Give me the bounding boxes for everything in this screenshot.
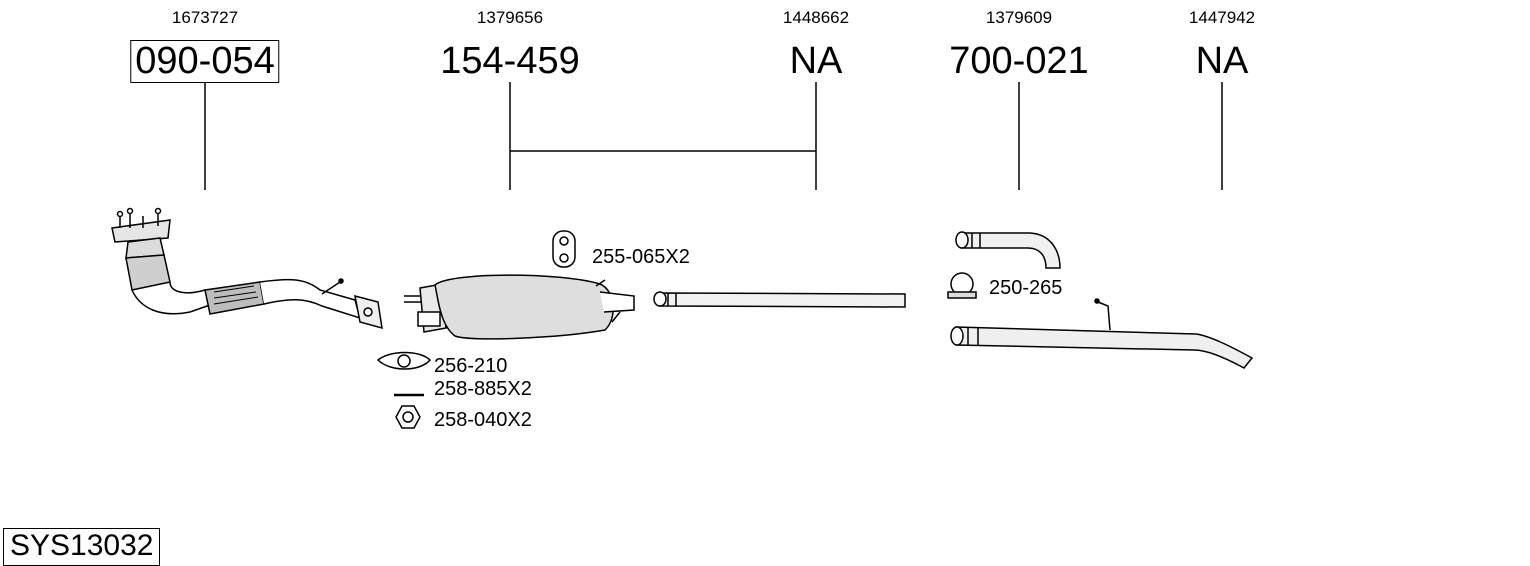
accessory-label-clamp[interactable]: 250-265 — [989, 277, 1063, 299]
accessory-label-nut[interactable]: 258-040X2 — [434, 409, 532, 431]
system-id: SYS13032 — [3, 528, 161, 566]
part-number-2[interactable]: 154-459 — [440, 40, 580, 82]
rubber-hanger-icon — [552, 230, 576, 268]
tail-pipe-icon — [950, 298, 1254, 369]
clamp-icon — [947, 272, 977, 299]
accessory-label-gasket[interactable]: 256-210 — [434, 355, 508, 377]
intermediate-pipe-icon — [653, 291, 906, 308]
oem-number-5: 1447942 — [1188, 8, 1256, 27]
nut-icon — [395, 405, 421, 429]
part-number-4[interactable]: 700-021 — [949, 40, 1089, 82]
oem-number-4: 1379609 — [985, 8, 1053, 27]
accessory-label-hanger[interactable]: 255-065X2 — [592, 246, 690, 268]
part-number-3[interactable]: NA — [789, 40, 843, 82]
part-number-5[interactable]: NA — [1195, 40, 1249, 82]
catalytic-converter-front-pipe-icon — [111, 207, 383, 330]
middle-silencer-icon — [404, 274, 635, 340]
connector-pipe-icon — [955, 231, 1061, 269]
gasket-icon — [376, 351, 432, 370]
oem-number-1: 1673727 — [171, 8, 239, 27]
part-number-1[interactable]: 090-054 — [130, 40, 280, 83]
oem-number-3: 1448662 — [782, 8, 850, 27]
accessory-label-bolt[interactable]: 258-885X2 — [434, 378, 532, 400]
oem-number-2: 1379656 — [476, 8, 544, 27]
